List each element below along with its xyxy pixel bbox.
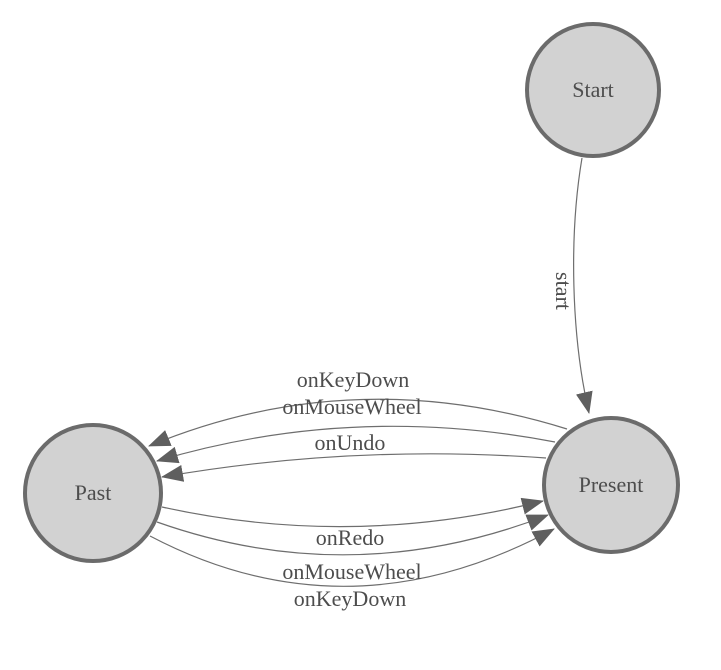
edge-label-onredo: onRedo xyxy=(316,525,384,550)
edge-present-to-past-onundo xyxy=(161,453,547,482)
edge-label-start: start xyxy=(551,272,576,310)
state-node-start xyxy=(525,22,661,158)
edge-label-onmousewheel-upper: onMouseWheel xyxy=(282,394,421,419)
edge-label-onmousewheel-lower: onMouseWheel xyxy=(282,559,421,584)
edge-past-to-present-onredo xyxy=(161,497,544,528)
edge-past-to-present-onkeydown xyxy=(149,528,555,587)
state-node-past xyxy=(23,423,163,563)
state-node-present xyxy=(542,416,680,554)
edge-label-onkeydown-upper: onKeyDown xyxy=(297,367,409,392)
edge-present-to-past-onkeydown xyxy=(148,398,568,447)
node-label-present: Present xyxy=(579,472,644,497)
edge-start-to-present xyxy=(573,157,593,414)
edge-present-to-past-onmousewheel xyxy=(156,425,556,464)
edge-label-onundo: onUndo xyxy=(315,430,386,455)
node-label-past: Past xyxy=(75,480,112,505)
edge-label-onkeydown-lower: onKeyDown xyxy=(294,586,406,611)
edge-past-to-present-onmousewheel xyxy=(156,514,549,556)
node-label-start: Start xyxy=(572,77,614,102)
